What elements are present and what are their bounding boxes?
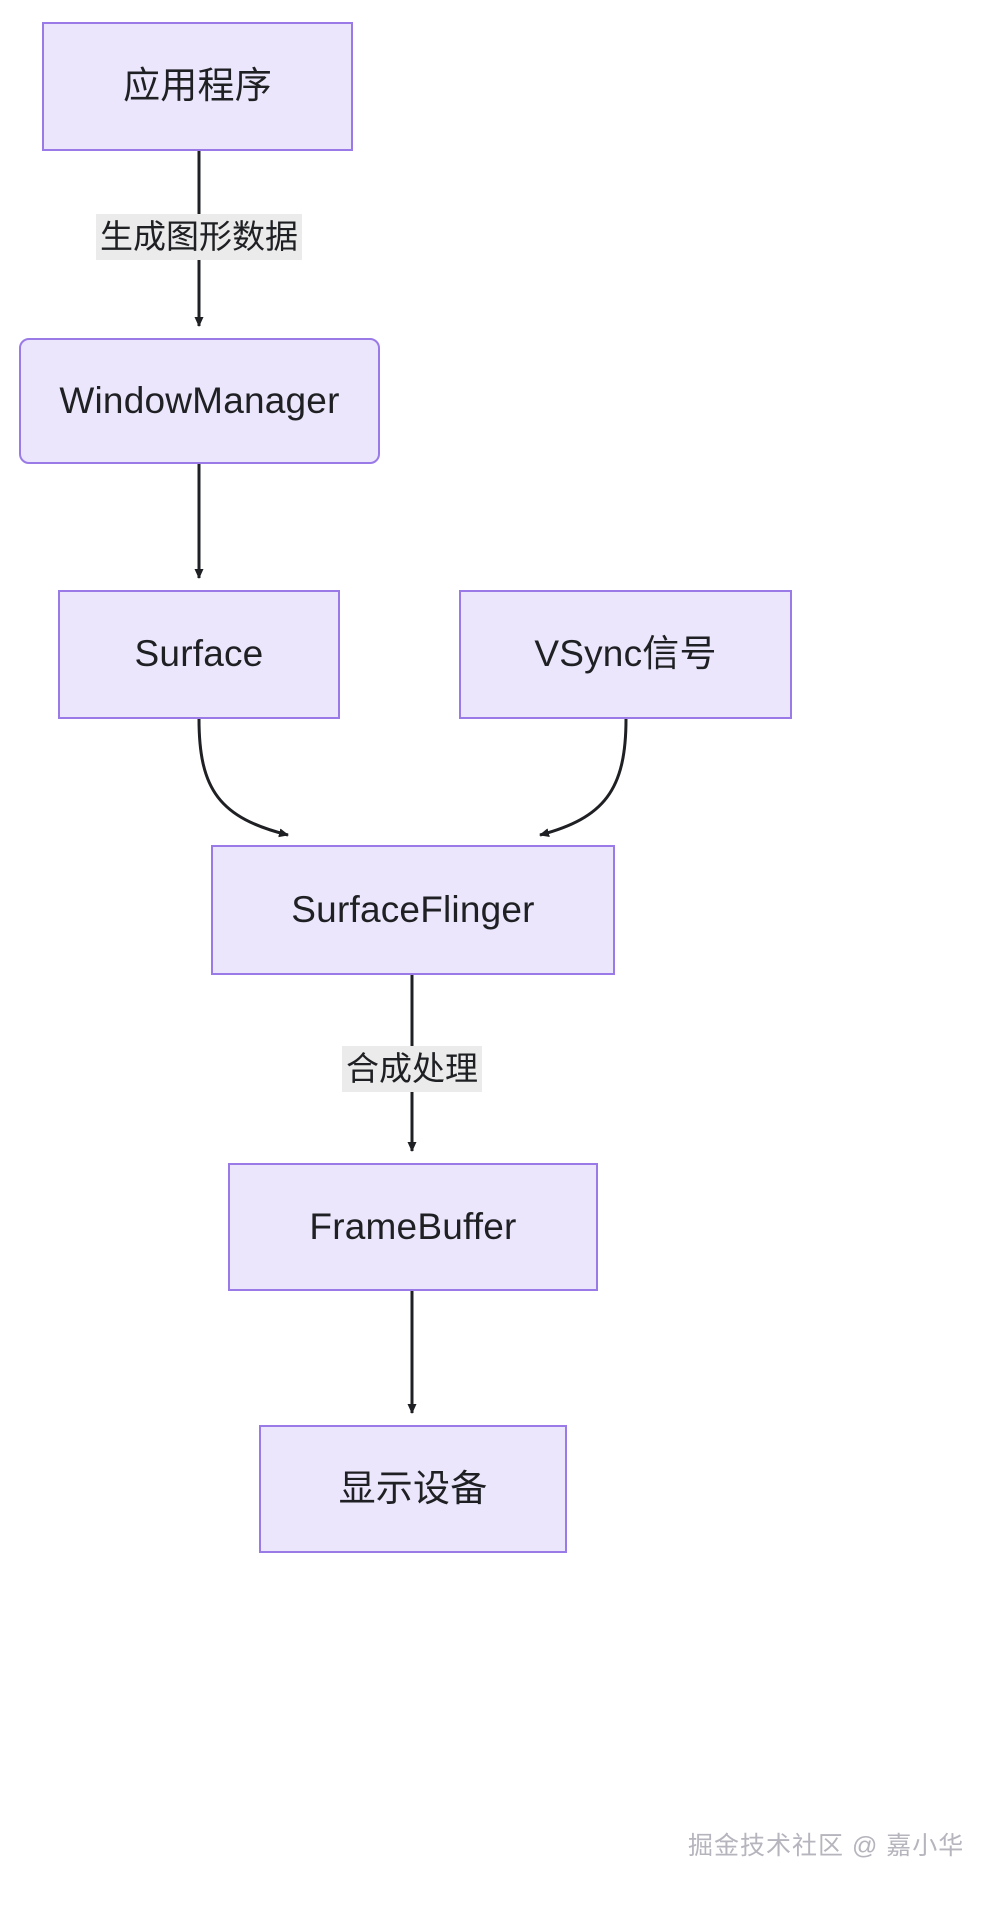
node-surfaceflinger[interactable]: SurfaceFlinger xyxy=(211,845,615,975)
node-display-label: 显示设备 xyxy=(338,1467,488,1509)
node-surface-label: Surface xyxy=(134,633,264,675)
watermark: 掘金技术社区 @ 嘉小华 xyxy=(688,1832,965,1860)
node-windowmanager[interactable]: WindowManager xyxy=(19,338,380,464)
node-surfaceflinger-label: SurfaceFlinger xyxy=(291,888,535,930)
edge-label-composite-process: 合成处理 xyxy=(342,1046,482,1093)
edge-vsync-to-surfaceflinger xyxy=(539,718,628,838)
node-surface[interactable]: Surface xyxy=(58,590,340,719)
node-display[interactable]: 显示设备 xyxy=(259,1425,567,1553)
node-framebuffer-label: FrameBuffer xyxy=(309,1205,517,1247)
node-vsync[interactable]: VSync信号 xyxy=(459,590,792,719)
node-vsync-label: VSync信号 xyxy=(534,633,717,675)
node-windowmanager-label: WindowManager xyxy=(59,379,340,421)
edge-surface-to-surfaceflinger xyxy=(197,718,289,838)
edge-label-generate-graphics-data: 生成图形数据 xyxy=(96,214,302,261)
node-framebuffer[interactable]: FrameBuffer xyxy=(228,1163,598,1291)
node-app-label: 应用程序 xyxy=(123,65,272,107)
node-app[interactable]: 应用程序 xyxy=(42,22,353,151)
